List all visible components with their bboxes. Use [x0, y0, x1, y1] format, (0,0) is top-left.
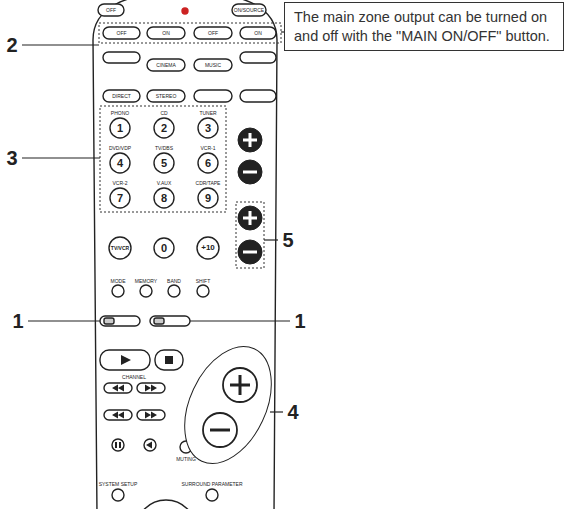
number-key: 9 — [205, 193, 211, 204]
input-label: VCR-2 — [112, 181, 127, 186]
number-key: +10 — [201, 244, 215, 252]
button-label: SHIFT — [196, 279, 210, 284]
callout-number: 3 — [6, 148, 17, 168]
number-key: 3 — [205, 123, 211, 134]
input-label: CD — [160, 111, 167, 116]
button-label: SURROUND PARAMETER — [181, 482, 242, 487]
number-key: 2 — [161, 123, 167, 134]
callout-number: 4 — [287, 402, 298, 422]
note-text: The main zone output can be turned on an… — [294, 8, 554, 45]
button-label: ON — [254, 31, 262, 36]
input-label: VCR-1 — [200, 146, 215, 151]
button-label: SYSTEM SETUP — [99, 482, 138, 487]
button-label: BAND — [167, 279, 181, 284]
button-label: ON/SOURCE — [234, 8, 264, 13]
callout-number: 1 — [294, 311, 305, 331]
button-label: MUSIC — [205, 63, 221, 68]
input-label: V.AUX — [157, 181, 172, 186]
button-label: CHANNEL — [122, 375, 146, 380]
button-label: CINEMA — [156, 63, 175, 68]
input-label: DVD/VDP — [109, 146, 131, 151]
callout-number: 5 — [282, 230, 293, 250]
button-label: ON — [162, 31, 170, 36]
button-label: MEMORY — [135, 279, 157, 284]
number-key: 0 — [161, 243, 167, 254]
input-label: TV/DBS — [155, 146, 173, 151]
button-label: TV/VCR — [111, 246, 129, 251]
callout-number: 1 — [12, 311, 23, 331]
input-label: TUNER — [199, 111, 216, 116]
button-label: OFF — [106, 8, 116, 13]
number-key: 7 — [117, 193, 123, 204]
button-label: MUTING — [176, 457, 196, 462]
input-label: PHONO — [111, 111, 129, 116]
number-key: 6 — [205, 158, 211, 169]
button-label: STEREO — [156, 94, 177, 99]
note-box: The main zone output can be turned on an… — [284, 2, 564, 51]
number-key: 4 — [117, 158, 123, 169]
number-key: 8 — [161, 193, 167, 204]
button-label: DIRECT — [112, 94, 131, 99]
number-key: 5 — [161, 158, 167, 169]
button-label: OFF — [208, 31, 218, 36]
button-label: OFF — [117, 31, 127, 36]
callout-number: 2 — [6, 35, 17, 55]
button-label: MODE — [111, 279, 126, 284]
input-label: CDR/TAPE — [196, 181, 221, 186]
number-key: 1 — [117, 123, 123, 134]
